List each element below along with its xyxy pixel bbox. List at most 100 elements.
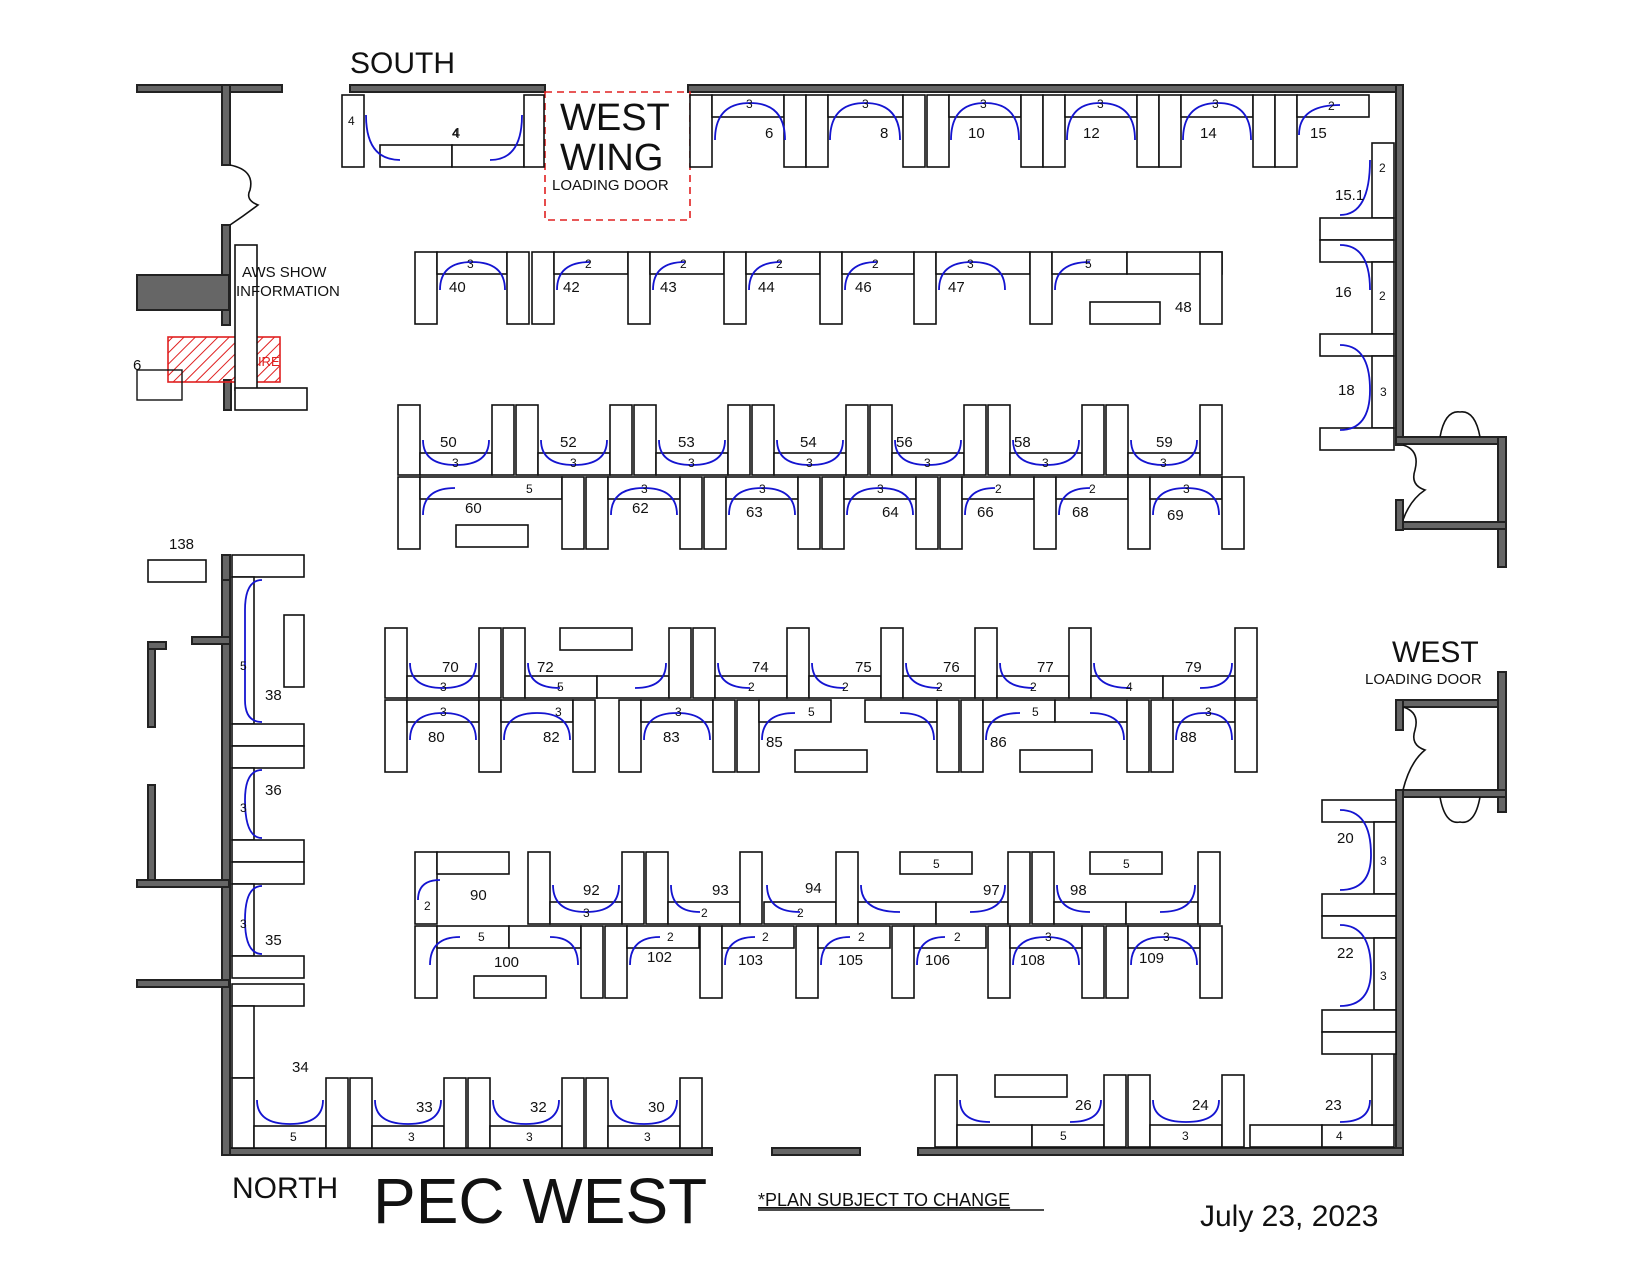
seat-count: 2 [872, 257, 879, 271]
booth-number: 46 [855, 279, 872, 296]
booth-number: 70 [442, 659, 459, 676]
booth-number: 32 [530, 1099, 547, 1116]
seat-count: 3 [806, 456, 813, 470]
booth-number: 18 [1338, 382, 1355, 399]
seat-count: 2 [797, 906, 804, 920]
seat-count: 2 [762, 930, 769, 944]
seat-count: 2 [1030, 680, 1037, 694]
wall [1395, 789, 1507, 798]
seat-count: 3 [1097, 97, 1104, 111]
booth-number: 15 [1310, 125, 1327, 142]
door-swing [1439, 796, 1481, 824]
seat-count: 3 [1042, 456, 1049, 470]
seat-count: 2 [748, 680, 755, 694]
seat-count: 3 [862, 97, 869, 111]
wall [1395, 521, 1507, 530]
seat-count: 5 [240, 659, 247, 673]
booth-number: 93 [712, 882, 729, 899]
booth-tables [147, 94, 1397, 1149]
booth-number: 26 [1075, 1097, 1092, 1114]
booth-number: 138 [169, 536, 194, 553]
wall [136, 879, 230, 888]
seat-counts: 4 4 3 3 3 3 3 2 2 2 3 3 2 2 2 2 3 5 3 3 … [240, 97, 1387, 1144]
seat-count: 3 [583, 906, 590, 920]
booth-number: 90 [470, 887, 487, 904]
seat-count: 2 [424, 899, 431, 913]
seat-count: 3 [967, 257, 974, 271]
seat-count: 3 [1182, 1129, 1189, 1143]
wall [771, 1147, 861, 1156]
seat-count: 3 [240, 801, 247, 815]
booth-number: 12 [1083, 125, 1100, 142]
seat-count: 3 [641, 482, 648, 496]
seat-count: 3 [1183, 482, 1190, 496]
west-wing-door-label: LOADING DOOR [552, 177, 669, 194]
seat-count: 3 [924, 456, 931, 470]
west-door-label: LOADING DOOR [1365, 671, 1482, 688]
partial-booth-number: 6 [133, 357, 141, 374]
seat-count: 2 [1379, 161, 1386, 175]
booth-number: 43 [660, 279, 677, 296]
booth-number: 94 [805, 880, 822, 897]
seat-count: 3 [467, 257, 474, 271]
booth-number: 16 [1335, 284, 1352, 301]
booth-number: 48 [1175, 299, 1192, 316]
wall [221, 1147, 713, 1156]
west-wing-title-2: WING [560, 137, 663, 179]
seat-count: 3 [688, 456, 695, 470]
aws-info-label: AWS SHOW [242, 264, 327, 281]
seat-count: 2 [1328, 99, 1335, 113]
booth-number: 88 [1180, 729, 1197, 746]
wall [1395, 789, 1404, 1156]
seat-count: 2 [667, 930, 674, 944]
booth-number: 42 [563, 279, 580, 296]
seat-count: 3 [675, 705, 682, 719]
booth-number: 34 [292, 1059, 309, 1076]
wall [147, 641, 167, 650]
booth-numbers: 4 6 8 10 12 14 15 15.1 16 18 40 42 43 44… [169, 125, 1364, 1116]
booth-number: 47 [948, 279, 965, 296]
partial-booth [136, 369, 183, 401]
seat-count: 5 [1060, 1129, 1067, 1143]
seat-count: 3 [759, 482, 766, 496]
booth-number: 72 [537, 659, 554, 676]
booth-number: 86 [990, 734, 1007, 751]
west-label: WEST [1392, 636, 1479, 669]
wall [147, 784, 156, 886]
booth-number: 80 [428, 729, 445, 746]
wall [687, 84, 1404, 93]
booth-number: 108 [1020, 952, 1045, 969]
aws-info-label-2: INFORMATION [236, 283, 340, 300]
booth-number: 63 [746, 504, 763, 521]
seat-count: 3 [440, 705, 447, 719]
booth-number: 22 [1337, 945, 1354, 962]
info-counter [234, 387, 308, 411]
seat-count: 3 [746, 97, 753, 111]
wall [136, 274, 230, 311]
seat-count: 2 [954, 930, 961, 944]
booth-number: 38 [265, 687, 282, 704]
seat-count: 5 [478, 930, 485, 944]
booth-number: 30 [648, 1099, 665, 1116]
seat-count: 3 [570, 456, 577, 470]
seat-count: 5 [1123, 857, 1130, 871]
plan-title: PEC WEST [373, 1165, 707, 1237]
wall [223, 379, 232, 411]
walls [136, 84, 1507, 1156]
booth-number: 106 [925, 952, 950, 969]
seat-count: 5 [290, 1130, 297, 1144]
seat-count: 3 [1380, 854, 1387, 868]
booth-number: 33 [416, 1099, 433, 1116]
booth-number: 83 [663, 729, 680, 746]
booth-number: 109 [1139, 950, 1164, 967]
booth-number: 82 [543, 729, 560, 746]
booth-number: 76 [943, 659, 960, 676]
doors [229, 164, 1481, 824]
booth-number: 56 [896, 434, 913, 451]
seat-count: 4 [348, 114, 355, 128]
booth-number: 100 [494, 954, 519, 971]
seat-count: 2 [776, 257, 783, 271]
booth-number: 69 [1167, 507, 1184, 524]
north-label: NORTH [232, 1172, 338, 1205]
seat-count: 3 [1160, 456, 1167, 470]
